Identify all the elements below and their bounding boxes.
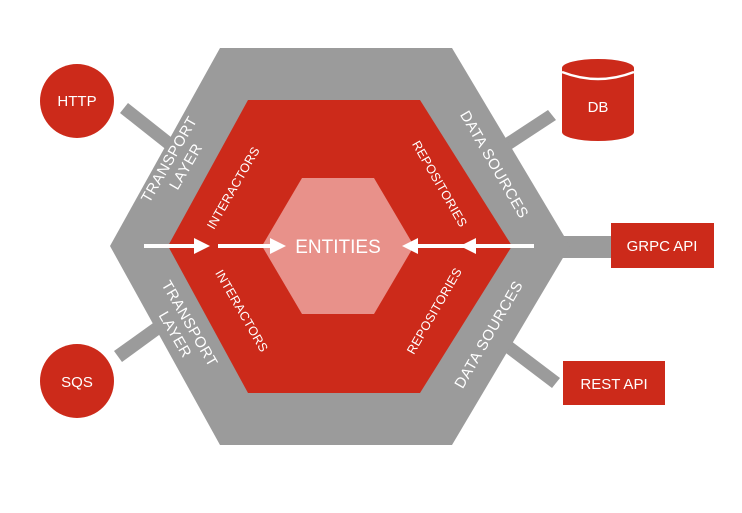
sqs-node: SQS [40, 344, 114, 418]
arrow-transport-to-interactors [144, 238, 210, 254]
sqs-label: SQS [61, 374, 93, 391]
rest-node: REST API [563, 361, 665, 405]
rest-label: REST API [580, 376, 647, 393]
http-label: HTTP [57, 93, 96, 110]
db-label: DB [588, 99, 609, 116]
http-node: HTTP [40, 64, 114, 138]
arrows [144, 238, 534, 254]
arrow-interactors-to-entities [218, 238, 286, 254]
db-node: DB [561, 59, 635, 141]
grpc-connector [556, 236, 612, 258]
entities-hexagon [262, 178, 414, 314]
arrow-datasources-to-repositories [460, 238, 534, 254]
grpc-label: GRPC API [627, 238, 698, 255]
arrow-repositories-to-entities [402, 238, 464, 254]
entities-label: ENTITIES [295, 237, 381, 258]
grpc-node: GRPC API [611, 223, 714, 268]
